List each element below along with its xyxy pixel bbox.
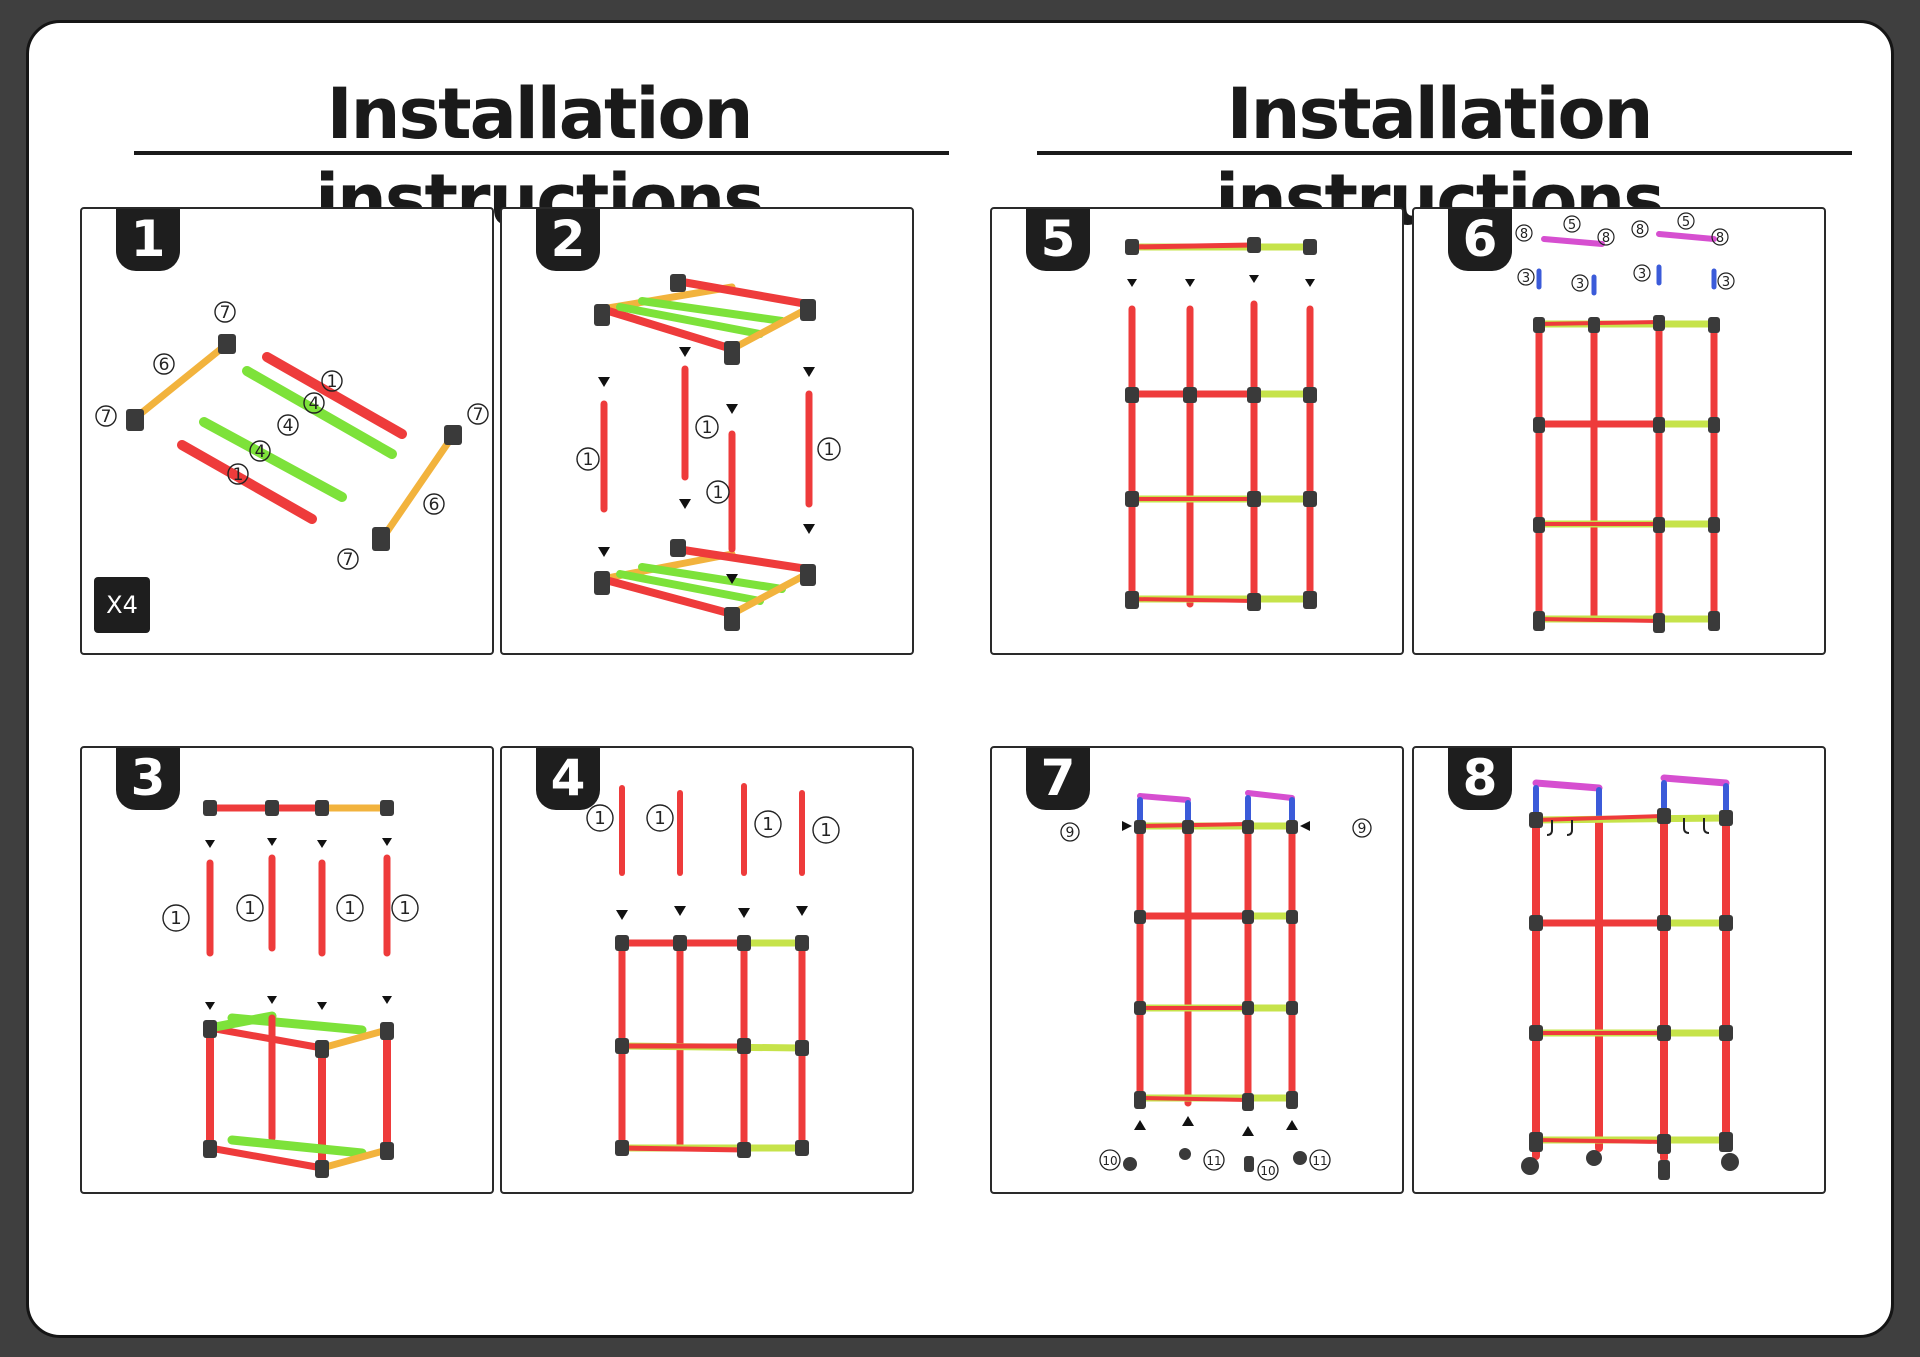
- part-label-8: 8: [1520, 227, 1528, 242]
- part-label-9: 9: [1066, 825, 1075, 841]
- step-4-illustration: 1 1 1 1: [586, 783, 840, 1158]
- part-label-7: 7: [101, 407, 112, 427]
- part-label-1: 1: [713, 483, 724, 503]
- part-label-10: 10: [1102, 1154, 1117, 1168]
- part-label-1: 1: [399, 898, 410, 919]
- step-number: 4: [536, 748, 600, 810]
- part-label-11: 11: [1312, 1154, 1327, 1168]
- step-number: 3: [116, 748, 180, 810]
- step-6-panel: 8 5 8 8 5 8 3 3 3 3 6: [1412, 207, 1826, 655]
- part-label-1: 1: [244, 898, 255, 919]
- step-4-panel: 1 1 1 1 4: [500, 746, 914, 1194]
- heading-rule-left: [134, 151, 949, 155]
- part-label-5: 6: [159, 355, 170, 375]
- part-label-1: 1: [654, 808, 665, 829]
- part-label-1: 1: [233, 465, 244, 485]
- step-1-panel: 7 6 7 1 4 4 4 1 7 6 7 1 X4: [80, 207, 494, 655]
- step-6-illustration: 8 5 8 8 5 8 3 3 3 3: [1515, 212, 1735, 633]
- part-label-6: 5: [1682, 215, 1690, 230]
- step-number: 7: [1026, 748, 1090, 810]
- part-label-4: 4: [283, 416, 294, 436]
- part-label-6: 5: [1568, 218, 1576, 233]
- step-5-illustration: [1125, 237, 1317, 611]
- step-number: 5: [1026, 209, 1090, 271]
- part-label-1: 1: [820, 820, 831, 841]
- part-label-1: 1: [824, 440, 835, 460]
- step-7-illustration: 9 9 10 11 10 11: [1060, 790, 1372, 1181]
- part-label-5: 6: [429, 495, 440, 515]
- part-label-7: 7: [220, 303, 231, 323]
- quantity-badge: X4: [94, 577, 150, 633]
- part-label-8: 8: [1716, 231, 1724, 246]
- step-2-panel: 1 1 1 1 2: [500, 207, 914, 655]
- part-label-1: 1: [594, 808, 605, 829]
- step-5-panel: 5: [990, 207, 1404, 655]
- part-label-3: 3: [1722, 275, 1730, 290]
- part-label-1: 1: [583, 450, 594, 470]
- step-3-panel: 1 1 1 1 3: [80, 746, 494, 1194]
- part-label-4: 4: [255, 442, 266, 462]
- step-8-illustration: [1521, 774, 1739, 1180]
- part-label-3: 3: [1522, 271, 1530, 286]
- part-label-3: 3: [1576, 277, 1584, 292]
- part-label-1: 1: [702, 418, 713, 438]
- step-number: 8: [1448, 748, 1512, 810]
- step-number: 2: [536, 209, 600, 271]
- step-number: 1: [116, 209, 180, 271]
- part-label-8: 8: [1636, 223, 1644, 238]
- step-2-illustration: 1 1 1 1: [576, 274, 841, 631]
- step-7-panel: 9 9 10 11 10 11 7: [990, 746, 1404, 1194]
- part-label-7: 7: [473, 405, 484, 425]
- part-label-11: 11: [1206, 1154, 1221, 1168]
- part-label-1: 1: [344, 898, 355, 919]
- part-label-1: 1: [762, 814, 773, 835]
- part-label-10: 10: [1260, 1164, 1275, 1178]
- part-label-8: 8: [1602, 231, 1610, 246]
- step-3-illustration: 1 1 1 1: [162, 800, 419, 1178]
- step-8-panel: 8: [1412, 746, 1826, 1194]
- part-label-1: 1: [170, 908, 181, 929]
- heading-rule-right: [1037, 151, 1852, 155]
- part-label-4: 4: [309, 394, 320, 414]
- part-label-9: 9: [1358, 821, 1367, 837]
- step-number: 6: [1448, 209, 1512, 271]
- part-label-3: 3: [1638, 267, 1646, 282]
- step-1-illustration: 7 6 7 1 4 4 4 1 7 6 7: [95, 301, 489, 570]
- part-label-1: 1: [327, 372, 338, 392]
- part-label-7: 7: [343, 550, 354, 570]
